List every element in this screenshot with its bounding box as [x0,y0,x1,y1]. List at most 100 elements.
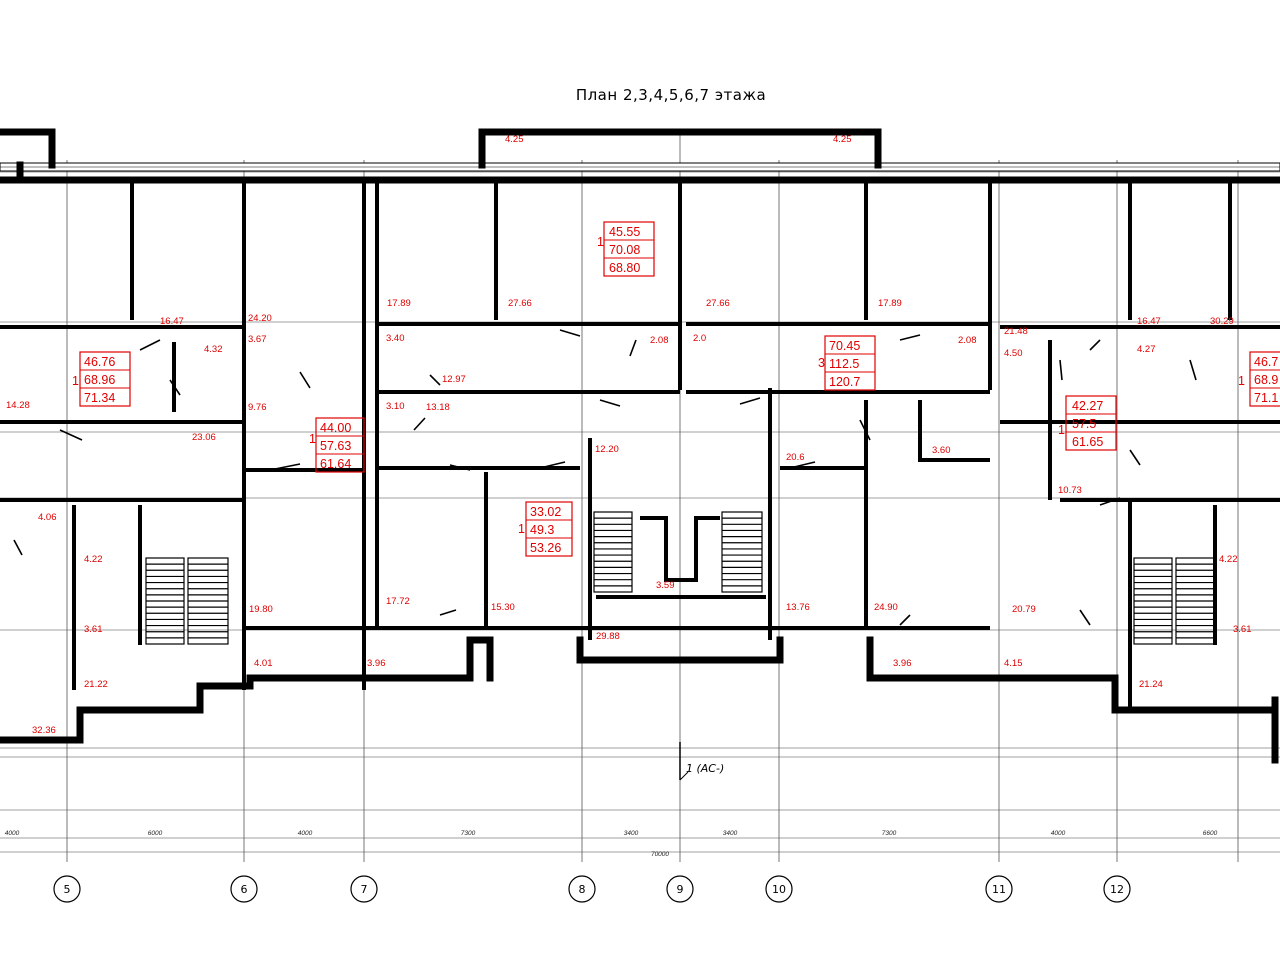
apartment-5: 3 70.45 112.5 120.7 [818,335,876,391]
section-mark: 1 (АС-) [679,742,724,781]
stair-right [1133,557,1215,645]
axis-label: 12 [1110,883,1124,896]
room-area-label: 3.10 [386,401,405,412]
room-area-label: 27.66 [508,298,532,309]
apartment-rooms: 3 [818,356,825,370]
room-area-label: 4.15 [1004,658,1023,669]
room-area-label: 24.90 [874,602,898,613]
stair-outline [593,511,633,593]
apartment-2: 1 46.76 68.96 71.34 [72,351,131,407]
room-area-label: 4.32 [204,344,223,355]
apartment-rooms: 1 [1058,423,1065,437]
room-area-label: 4.06 [38,512,57,523]
living-area: 42.27 [1072,399,1103,413]
room-area-label: 2.0 [693,333,706,344]
axis-circle [230,875,258,903]
axis-bubble: 10 [765,875,793,903]
apartment-rooms: 1 [1238,374,1245,388]
room-area-label: 17.89 [878,298,902,309]
apartment-3: 1 44.00 57.63 61.64 [309,417,365,473]
dimension-label: 6000 [148,830,163,837]
total-area: 49.3 [530,523,554,537]
room-area-label: 4.22 [84,554,103,565]
room-area-label: 4.22 [1219,554,1238,565]
room-area-label: 13.18 [426,402,450,413]
apartment-6: 1 42.27 57.5 61.65 [1058,395,1117,451]
stair-outline [721,511,763,593]
room-area-label: 4.50 [1004,348,1023,359]
room-area-label: 2.08 [650,335,669,346]
total-area: 68.96 [84,373,115,387]
axis-circle [568,875,596,903]
dimension-label: 4000 [1051,830,1066,837]
living-area: 44.00 [320,421,351,435]
room-area-label: 29.88 [596,631,620,642]
room-area-label: 21.22 [84,679,108,690]
gross-area: 71.1 [1254,391,1278,405]
room-area-label: 3.96 [367,658,386,669]
dimension-label: 7300 [461,830,476,837]
axis-bubble: 11 [985,875,1013,903]
dimension-label: 3400 [723,830,738,837]
room-area-label: 15.30 [491,602,515,613]
room-area-label: 10.73 [1058,485,1082,496]
total-area: 57.63 [320,439,351,453]
apartment-1: 1 45.55 70.08 68.80 [597,221,655,277]
room-area-label: 12.20 [595,444,619,455]
apartment-rooms: 1 [597,235,604,249]
axis-label: 5 [64,883,71,896]
apartment-rooms: 1 [309,432,316,446]
axis-circle [765,875,793,903]
living-area: 46.76 [84,355,115,369]
gross-area: 68.80 [609,261,640,275]
room-area-label: 30.29 [1210,316,1234,327]
room-area-label: 21.48 [1004,326,1028,337]
stair-left [145,557,229,645]
axis-label: 9 [677,883,684,896]
dimension-label: 7300 [882,830,897,837]
room-area-label: 17.72 [386,596,410,607]
axis-bubble: 9 [666,875,694,903]
room-area-label: 20.6 [786,452,805,463]
axis-bubble: 5 [53,875,81,903]
room-area-label: 13.76 [786,602,810,613]
total-area: 68.9 [1254,373,1278,387]
living-area: 45.55 [609,225,640,239]
apartment-rooms: 1 [518,522,525,536]
room-area-label: 3.61 [84,624,103,635]
axis-label: 11 [992,883,1006,896]
gross-area: 61.65 [1072,435,1103,449]
apartment-rooms: 1 [72,374,79,388]
room-area-label: 3.61 [1233,624,1252,635]
room-area-label: 23.06 [192,432,216,443]
room-area-label: 4.25 [505,134,524,145]
room-area-label: 21.24 [1139,679,1163,690]
door-swings [13,329,1197,626]
dimension-label: 6600 [1203,830,1218,837]
axis-label: 10 [772,883,786,896]
overall-dimension: 70000 [651,851,669,858]
gross-area: 53.26 [530,541,561,555]
room-area-label: 3.96 [893,658,912,669]
axis-circle [53,875,81,903]
room-area-label: 32.36 [32,725,56,736]
gross-area: 71.34 [84,391,115,405]
dimension-label: 4000 [5,830,20,837]
total-area: 57.5 [1072,417,1096,431]
room-area-label: 3.59 [656,580,675,591]
interior-walls [0,180,1280,710]
room-area-label: 14.28 [6,400,30,411]
gross-area: 120.7 [829,375,860,389]
axis-circle [985,875,1013,903]
apartment-7: 1 46.7 68.9 71.1 [1238,351,1280,407]
section-label: 1 (АС-) [686,762,724,775]
living-area: 70.45 [829,339,860,353]
apartment-4: 1 33.02 49.3 53.26 [518,501,573,557]
gross-area: 61.64 [320,457,351,471]
room-area-label: 19.80 [249,604,273,615]
plan-title: План 2,3,4,5,6,7 этажа [576,86,766,104]
window-bands [0,162,1280,172]
room-area-label: 24.20 [248,313,272,324]
lift-shaft [596,516,766,599]
living-area: 46.7 [1254,355,1278,369]
